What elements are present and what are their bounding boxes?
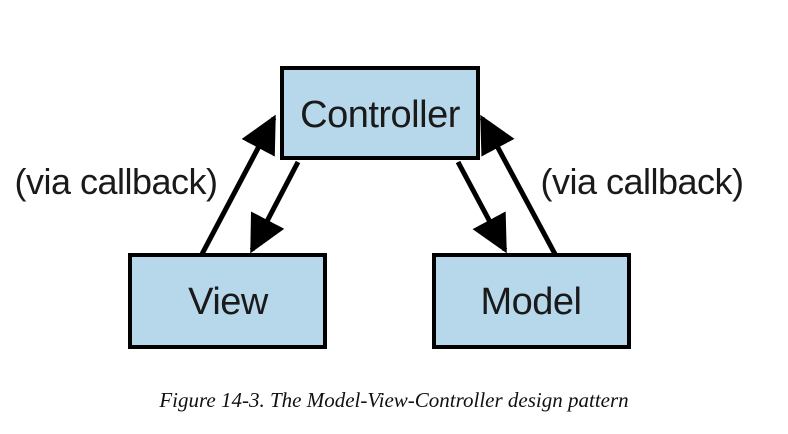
controller-box: [280, 66, 480, 160]
model-label: Model: [481, 281, 582, 323]
model-box: [432, 253, 631, 349]
controller-label: Controller: [300, 94, 461, 136]
arrow-model-to-controller: [479, 114, 558, 256]
view-label: View: [188, 281, 269, 323]
arrow-view-to-controller: [199, 114, 277, 256]
controller-node: Controller: [280, 66, 480, 160]
arrow-controller-to-view: [249, 160, 301, 254]
view-box: [128, 253, 327, 349]
figure-caption: Figure 14-3. The Model-View-Controller d…: [159, 388, 629, 412]
arrow-controller-to-model: [455, 160, 508, 254]
view-node: View: [128, 253, 327, 349]
model-node: Model: [432, 253, 631, 349]
edge-label-right: (via callback): [540, 161, 743, 202]
edge-label-left: (via callback): [14, 161, 217, 202]
